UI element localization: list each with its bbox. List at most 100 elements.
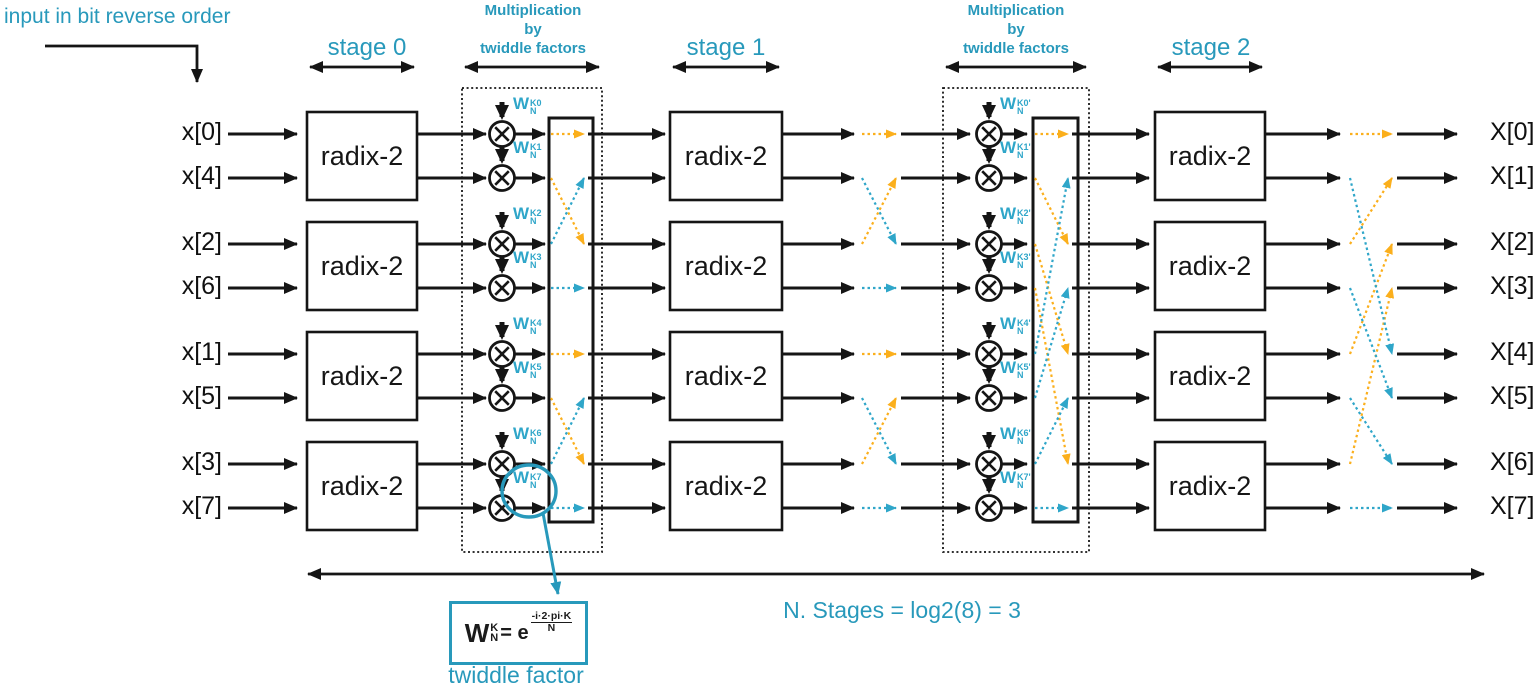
twiddle-scripts: K3'N <box>1017 252 1031 270</box>
input-label-5: x[5] <box>181 382 222 410</box>
input-order-note: input in bit reverse order <box>4 5 231 28</box>
multiplier-x <box>981 170 997 186</box>
twiddle-sub: N <box>530 326 537 336</box>
twiddle-sub: N <box>1017 370 1024 380</box>
twiddle-mult-label-2: Multiplication by twiddle factors <box>963 2 1069 57</box>
twiddle-scripts: K2'N <box>1017 208 1031 226</box>
radix2-box-s0-0 <box>305 110 419 202</box>
twiddle-sup: K1' <box>1017 142 1031 152</box>
twiddle-scripts: K1'N <box>1017 142 1031 160</box>
shuffle-path-yellow <box>861 177 897 245</box>
shuffle-path-blue <box>1348 177 1395 355</box>
shuffle-path-blue <box>1033 177 1071 355</box>
radix2-box-s2-0 <box>1153 110 1267 202</box>
output-label-0: X[0] <box>1490 118 1535 146</box>
radix2-box-s2-1 <box>1153 220 1267 312</box>
multiplier-x <box>494 170 510 186</box>
radix2-box-label: radix-2 <box>321 361 404 391</box>
multiplier-x <box>981 236 997 252</box>
twiddle-base: W <box>513 248 530 267</box>
multiplier-x <box>494 280 510 296</box>
twiddle-sub: N <box>530 436 537 446</box>
twiddle-sub: N <box>1017 260 1024 270</box>
output-label-6: X[6] <box>1490 448 1535 476</box>
input-label-2: x[2] <box>181 228 222 256</box>
twiddle-sup: K2 <box>530 208 542 218</box>
twiddle-sub: N <box>530 260 537 270</box>
twiddle-sup: K2' <box>1017 208 1031 218</box>
n-stages-label: N. Stages = log2(8) = 3 <box>783 597 1021 623</box>
radix2-box-label: radix-2 <box>1169 251 1252 281</box>
multiplier-x <box>981 456 997 472</box>
formula-w: W <box>464 617 490 648</box>
twiddle-scripts: K4'N <box>1017 318 1031 336</box>
twiddle-base: W <box>1000 138 1017 157</box>
twiddle-base: W <box>1000 94 1017 113</box>
radix2-box-label: radix-2 <box>1169 361 1252 391</box>
twiddle-scripts: K7'N <box>1017 473 1031 490</box>
twiddle-sup: K4' <box>1017 318 1031 328</box>
twiddle-sub: N <box>1017 480 1024 490</box>
shuffle-path-yellow <box>1033 243 1070 355</box>
radix2-box-s1-3 <box>668 440 784 532</box>
twiddle-sup: K3 <box>530 252 542 262</box>
twiddle-sup: K1 <box>530 142 542 152</box>
twiddle-sub: N <box>530 150 537 160</box>
twiddle-base: W <box>1000 314 1017 333</box>
twiddle-region-border-1 <box>461 87 603 553</box>
shuffle-path-yellow <box>1348 243 1394 355</box>
radix2-box-label: radix-2 <box>321 471 404 501</box>
shuffle-path-yellow <box>550 177 585 245</box>
twiddle-base: W <box>513 138 530 157</box>
twiddle-sup: K4 <box>530 318 542 328</box>
output-label-4: X[4] <box>1490 338 1535 366</box>
radix2-box-s0-1 <box>305 220 419 312</box>
output-label-5: X[5] <box>1490 382 1535 410</box>
multiplier-x <box>494 346 510 362</box>
formula-numerator: -i·2·pi·K <box>530 609 573 623</box>
twiddle-highlight-circle <box>500 463 558 519</box>
multiplier-x <box>494 390 510 406</box>
twiddle-highlight-pointer <box>541 512 562 595</box>
twiddle-sub: N <box>1017 216 1024 226</box>
twiddle-factor-caption: twiddle factor <box>448 662 584 688</box>
input-label-3: x[6] <box>181 272 222 300</box>
formula-denominator: N <box>547 621 556 634</box>
shuffle-path-yellow <box>1348 287 1395 465</box>
multiplier-x <box>981 390 997 406</box>
twiddle-base: W <box>1000 358 1017 377</box>
shuffle-path-blue <box>861 397 897 465</box>
twiddle-scripts: K5'N <box>1017 363 1031 380</box>
multiplier-x <box>981 126 997 142</box>
twiddle-sup: K6 <box>530 428 542 438</box>
radix2-box-s1-0 <box>668 110 784 202</box>
twiddle-sub: N <box>1017 106 1024 116</box>
shuffle-box-1 <box>547 116 595 524</box>
twiddle-base: W <box>513 358 530 377</box>
multiplier-x <box>494 236 510 252</box>
radix2-box-label: radix-2 <box>685 141 768 171</box>
shuffle-path-yellow <box>1034 177 1069 245</box>
twiddle-sub: N <box>530 480 537 490</box>
twiddle-sup: K3' <box>1017 252 1031 262</box>
twiddle-scripts: K0'N <box>1017 99 1031 116</box>
radix2-box-s0-3 <box>305 440 419 532</box>
multiplier-x <box>981 500 997 516</box>
radix2-box-s1-2 <box>668 330 784 422</box>
radix2-box-label: radix-2 <box>685 251 768 281</box>
multiplier-x <box>981 346 997 362</box>
input-label-7: x[7] <box>181 492 222 520</box>
twiddle-sub: N <box>1017 436 1024 446</box>
